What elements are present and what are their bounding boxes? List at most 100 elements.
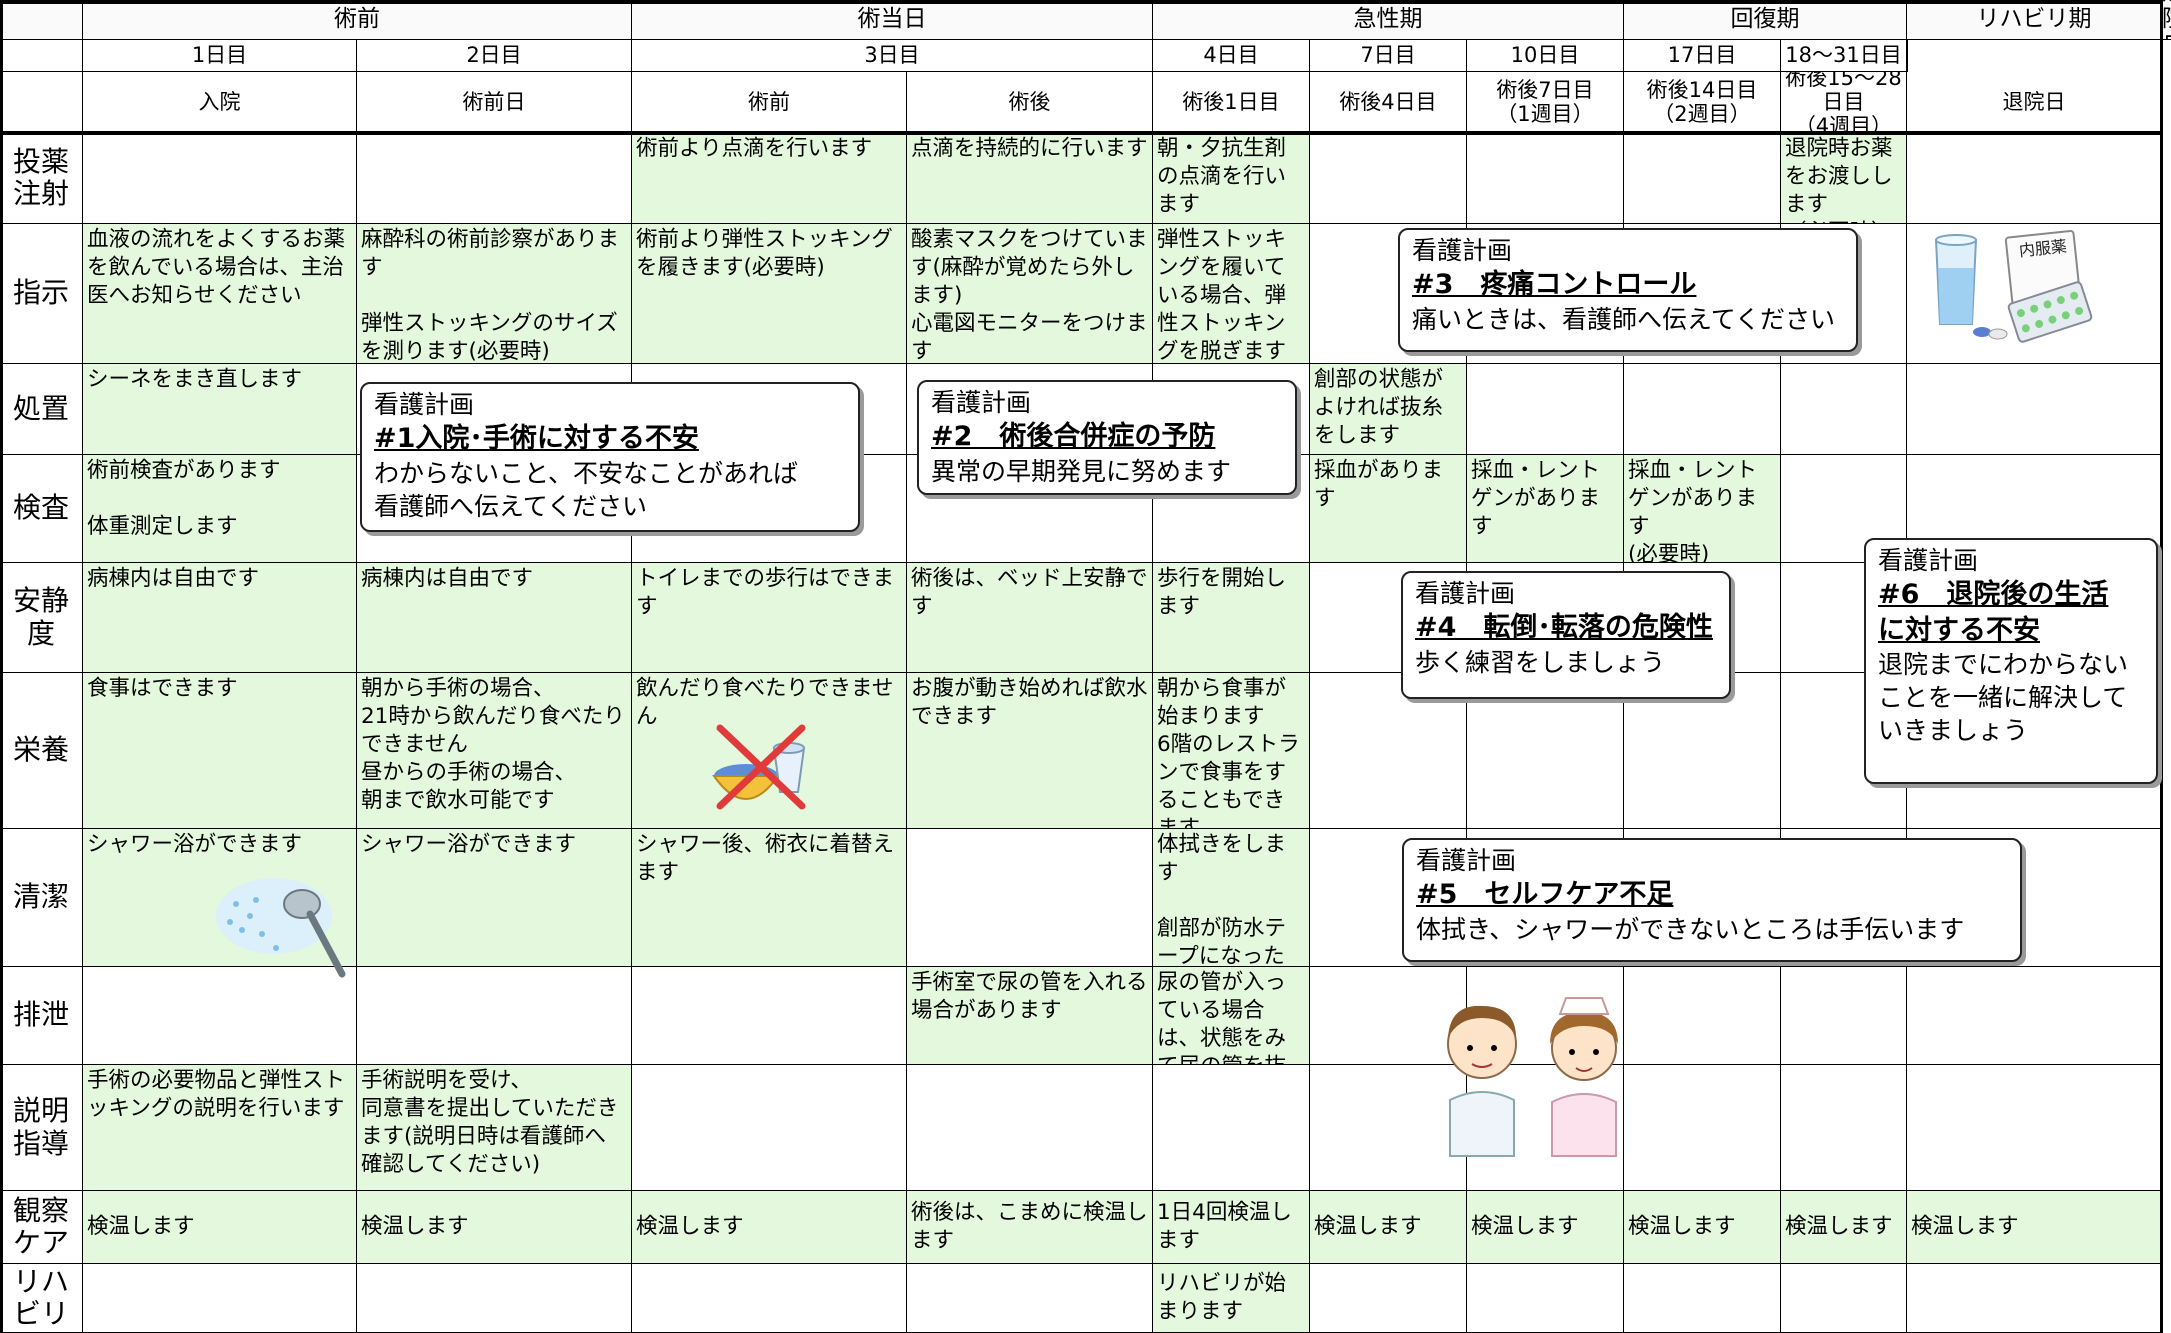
plan-body: 異常の早期発見に努めます	[931, 456, 1232, 486]
schedule-cell	[1781, 1065, 1907, 1191]
schedule-cell: シャワー後、術衣に着替えます	[632, 829, 907, 967]
schedule-cell	[907, 829, 1153, 967]
schedule-cell	[1310, 133, 1467, 224]
schedule-cell: トイレまでの歩行はできます	[632, 563, 907, 673]
schedule-cell: 弾性ストッキングを履いている場合、弾性ストッキングを脱ぎます 心電図モニターをは…	[1153, 224, 1310, 364]
day-header: 1日目	[83, 40, 357, 72]
schedule-cell: 検温します	[1907, 1191, 2162, 1264]
schedule-cell	[1624, 133, 1781, 224]
day-header: 18～31日目	[1781, 40, 1907, 72]
schedule-cell: シャワー浴ができます	[357, 829, 632, 967]
schedule-cell	[357, 1264, 632, 1333]
schedule-cell	[907, 1264, 1153, 1333]
schedule-cell: 採血があります	[1310, 455, 1467, 563]
schedule-cell: 術前より弾性ストッキングを履きます(必要時)	[632, 224, 907, 364]
schedule-cell: 点滴を持続的に行います	[907, 133, 1153, 224]
plan-body: 歩く練習をしましょう	[1415, 647, 1666, 677]
schedule-cell	[357, 133, 632, 224]
schedule-cell	[1310, 673, 1467, 829]
corner-cell	[0, 0, 83, 40]
plan-heading: 看護計画	[931, 388, 1032, 417]
schedule-cell	[1781, 967, 1907, 1065]
schedule-cell: 歩行を開始します	[1153, 563, 1310, 673]
day-header: 4日目	[1153, 40, 1310, 72]
nursing-plan-box: 看護計画#6 退院後の生活 に対する不安退院までにわからないことを一緒に解決して…	[1864, 538, 2158, 784]
schedule-cell	[1624, 673, 1781, 829]
row-label: 処置	[0, 364, 83, 455]
schedule-cell: 術後は、こまめに検温します	[907, 1191, 1153, 1264]
phase-header: 急性期	[1153, 0, 1624, 40]
shower-icon	[206, 864, 352, 982]
schedule-cell	[1467, 673, 1624, 829]
nurse-male	[1447, 1005, 1517, 1157]
schedule-cell: 採血・レントゲンがあります	[1467, 455, 1624, 563]
stage-header: 術後7日目 （1週目）	[1467, 72, 1624, 133]
plan-body: わからないこと、不安なことがあれば 看護師へ伝えてください	[374, 458, 799, 521]
schedule-cell	[1624, 1264, 1781, 1333]
schedule-cell: 朝・夕抗生剤の点滴を行います	[1153, 133, 1310, 224]
schedule-cell	[1907, 133, 2162, 224]
day-header: 7日目	[1310, 40, 1467, 72]
plan-title: #4 転倒･転落の危険性	[1415, 612, 1713, 643]
schedule-cell: 麻酔科の術前診察があります 弾性ストッキングのサイズを測ります(必要時)	[357, 224, 632, 364]
corner-cell	[0, 72, 83, 133]
nursing-plan-box: 看護計画 #4 転倒･転落の危険性歩く練習をしましょう	[1401, 571, 1731, 699]
grid-border	[0, 131, 2162, 135]
schedule-cell	[1467, 1264, 1624, 1333]
plan-title: #6 退院後の生活 に対する不安	[1878, 579, 2109, 646]
schedule-cell: お腹が動き始めれば飲水できます	[907, 673, 1153, 829]
schedule-cell: 検温します	[632, 1191, 907, 1264]
schedule-cell	[83, 133, 357, 224]
schedule-cell: 血液の流れをよくするお薬を飲んでいる場合は、主治医へお知らせください	[83, 224, 357, 364]
schedule-cell	[1624, 364, 1781, 455]
schedule-cell	[357, 967, 632, 1065]
row-label: リハ ビリ	[0, 1264, 83, 1333]
schedule-cell: 術前検査があります 体重測定します	[83, 455, 357, 563]
schedule-cell: 手術の必要物品と弾性ストッキングの説明を行います	[83, 1065, 357, 1191]
schedule-cell	[1781, 1264, 1907, 1333]
row-label: 検査	[0, 455, 83, 563]
stage-header: 入院	[83, 72, 357, 133]
grid-border	[2160, 0, 2163, 1333]
plan-heading: 看護計画	[1412, 236, 1513, 265]
stage-header: 退院日	[1907, 72, 2162, 133]
schedule-cell: 手術説明を受け、 同意書を提出していただきます(説明日時は看護師へ確認してくださ…	[357, 1065, 632, 1191]
schedule-cell	[1310, 1264, 1467, 1333]
plan-heading: 看護計画	[1415, 579, 1516, 608]
plan-heading: 看護計画	[1878, 546, 1979, 575]
schedule-cell: 術前より点滴を行います	[632, 133, 907, 224]
schedule-cell: 検温します	[83, 1191, 357, 1264]
schedule-cell: 体拭きをします 創部が防水テープになったらシャワー浴ができます	[1153, 829, 1310, 967]
schedule-cell	[1907, 1065, 2162, 1191]
schedule-cell	[1907, 967, 2162, 1065]
schedule-cell: 検温します	[1624, 1191, 1781, 1264]
schedule-cell: 検温します	[1467, 1191, 1624, 1264]
schedule-cell: 1日4回検温します	[1153, 1191, 1310, 1264]
schedule-cell: 朝から手術の場合、 21時から飲んだり食べたりできません 昼からの手術の場合、 …	[357, 673, 632, 829]
medicine-water-icon: 内服薬	[1924, 228, 2094, 352]
plan-title: #5 セルフケア不足	[1416, 879, 1674, 910]
nursing-plan-box: 看護計画 #2 術後合併症の予防異常の早期発見に努めます	[917, 380, 1297, 495]
phase-header: リハビリ期	[1907, 0, 2162, 40]
schedule-cell: 退院時お薬をお渡しします （必要時）	[1781, 133, 1907, 224]
day-header: 10日目	[1467, 40, 1624, 72]
day-header	[1907, 40, 1908, 72]
schedule-cell: 食事はできます	[83, 673, 357, 829]
schedule-cell: 朝から食事が始まります 6階のレストランで食事をすることもできます	[1153, 673, 1310, 829]
plan-title: #3 疼痛コントロール	[1412, 269, 1697, 300]
medicine-label: 内服薬	[2018, 236, 2068, 260]
schedule-cell: 検温します	[1781, 1191, 1907, 1264]
schedule-cell	[632, 1065, 907, 1191]
nursing-plan-box: 看護計画#1入院･手術に対する不安わからないこと、不安なことがあれば 看護師へ伝…	[360, 382, 860, 532]
row-label: 指示	[0, 224, 83, 364]
schedule-cell	[1781, 364, 1907, 455]
nursing-plan-box: 看護計画#5 セルフケア不足体拭き、シャワーができないところは手伝います	[1402, 838, 2022, 962]
schedule-cell	[1907, 364, 2162, 455]
row-label: 説明 指導	[0, 1065, 83, 1191]
phase-header: 退院日	[2162, 0, 2171, 40]
stage-header: 術前	[632, 72, 907, 133]
plan-title: #2 術後合併症の予防	[931, 421, 1216, 452]
schedule-cell	[1907, 1264, 2162, 1333]
schedule-cell: リハビリが始まります	[1153, 1264, 1310, 1333]
